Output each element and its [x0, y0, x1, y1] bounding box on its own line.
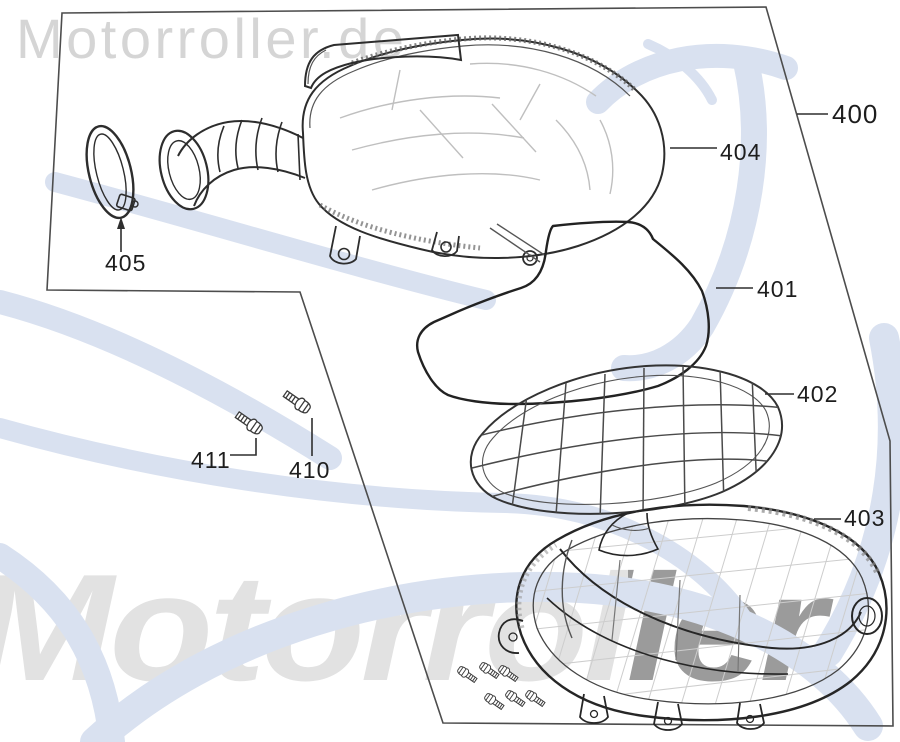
arrowhead-405 — [117, 217, 125, 229]
callout-405: 405 — [105, 250, 147, 276]
callout-410: 410 — [289, 457, 331, 483]
part-405-clamp — [85, 124, 139, 220]
watermark-top-text: Motorroller.de — [16, 7, 408, 70]
part-401-gasket — [416, 220, 710, 406]
callout-411: 411 — [191, 447, 231, 473]
callout-404: 404 — [720, 139, 762, 165]
callout-401: 401 — [757, 276, 799, 302]
intake-hose — [158, 117, 306, 211]
airbox-sketch-lines — [339, 62, 614, 195]
callout-402: 402 — [797, 381, 839, 407]
callout-400: 400 — [832, 99, 879, 129]
screw-410 — [280, 387, 313, 416]
cover-screws — [455, 660, 547, 712]
airbox-mounting-brackets — [329, 223, 547, 266]
leader-lines — [117, 113, 841, 520]
part-404-airbox — [158, 33, 666, 266]
callout-403: 403 — [844, 505, 886, 531]
